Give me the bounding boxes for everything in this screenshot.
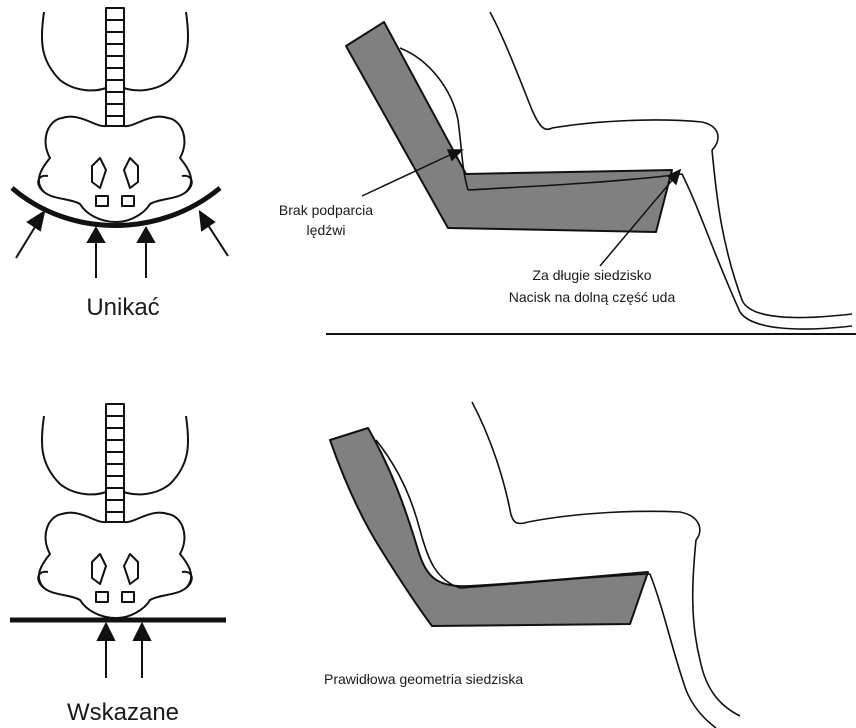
annotation-seat-line-2: Nacisk na dolną część uda: [509, 289, 676, 305]
svg-text:Prawidłowa geometria siedziska: Prawidłowa geometria siedziska: [324, 671, 523, 687]
annotation-lumbar: Brak podparcia lędźwi: [279, 202, 373, 238]
spine: [106, 404, 124, 522]
pelvis-illustration-good: [38, 404, 192, 618]
annotation-seat-line-1: Za długie siedzisko: [532, 267, 651, 283]
annotation-geometry: Prawidłowa geometria siedziska: [324, 671, 523, 687]
caption-good: Wskazane: [67, 699, 179, 726]
svg-text:Wskazane: Wskazane: [67, 699, 179, 726]
svg-text:Unikać: Unikać: [86, 294, 159, 321]
spine: [106, 8, 124, 126]
seat-profile-good: [330, 428, 648, 626]
annotation-lumbar-line-1: Brak podparcia: [279, 202, 373, 218]
annotation-lumbar-line-2: lędźwi: [307, 222, 346, 238]
caption-avoid: Unikać: [86, 294, 159, 321]
pelvis-illustration-avoid: [38, 8, 192, 222]
annotation-seat-length: Za długie siedzisko Nacisk na dolną częś…: [509, 267, 676, 305]
pressure-arrows-good: [98, 624, 150, 678]
